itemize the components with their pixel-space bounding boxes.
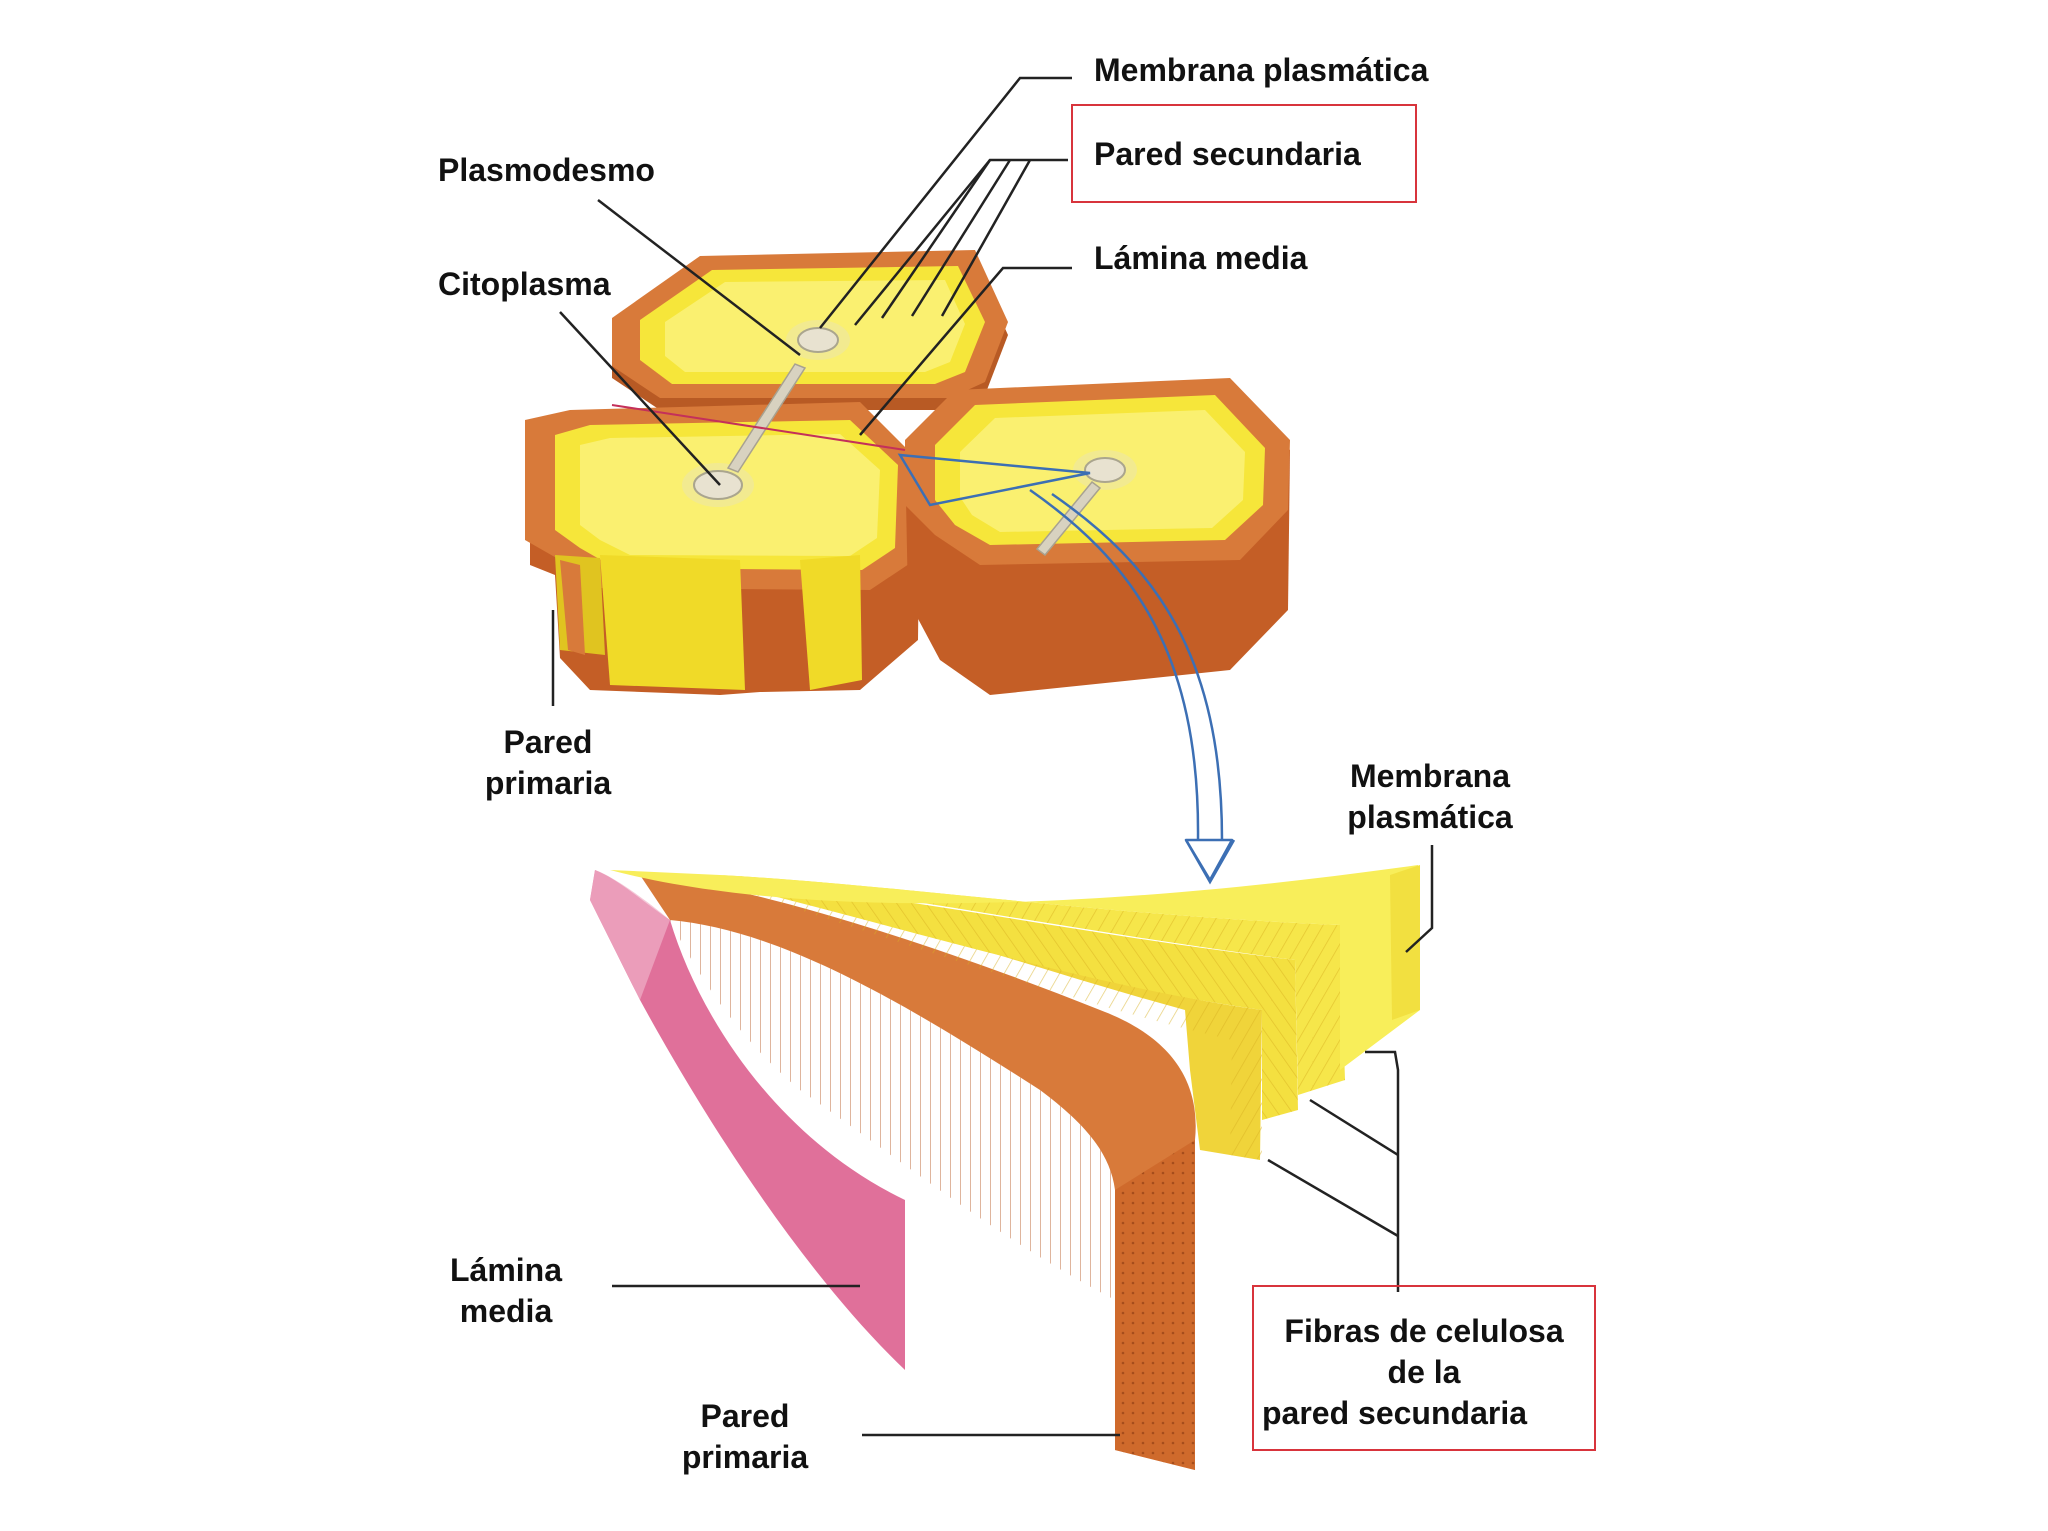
leader-citoplasma bbox=[559, 311, 721, 486]
label-lamina-media-bottom-line-1: Lámina bbox=[449, 1252, 563, 1288]
label-pared-secundaria: Pared secundaria bbox=[1094, 136, 1361, 172]
lamina-media-seam bbox=[611, 404, 906, 451]
secondary-layer-1 bbox=[680, 880, 1262, 1160]
label-fibras-line-1: Fibras de celulosa bbox=[1284, 1313, 1564, 1349]
label-lamina-media-bottom-line-2: media bbox=[459, 1293, 553, 1329]
highlight-box-pared-secundaria bbox=[1071, 104, 1417, 203]
label-fibras-celulosa: Fibras de celulosa de la pared secundari… bbox=[1252, 1311, 1596, 1434]
leader-membrana-top bbox=[819, 76, 1072, 329]
label-membrana-plasmatica-top: Membrana plasmática bbox=[1094, 52, 1429, 88]
plasma-membrane-sheet bbox=[610, 865, 1420, 1070]
leader-lamina-media-top bbox=[859, 266, 1072, 436]
label-membrana-plasmatica-bottom: Membrana plasmática bbox=[1310, 756, 1550, 838]
lamina-media-sheet bbox=[590, 870, 905, 1370]
cell-cluster bbox=[525, 250, 1290, 695]
highlight-box-fibras bbox=[1252, 1285, 1596, 1451]
label-plasmodesmo: Plasmodesmo bbox=[438, 152, 655, 188]
label-pared-primaria-top-line-2: primaria bbox=[484, 765, 612, 801]
label-pared-primaria-bottom-line-2: primaria bbox=[681, 1439, 809, 1475]
label-lamina-media-bottom: Lámina media bbox=[416, 1250, 596, 1332]
leader-membrana-bottom bbox=[1405, 845, 1434, 953]
leader-lines bbox=[551, 76, 1434, 1437]
cell-left bbox=[525, 402, 920, 695]
primary-wall-sheet bbox=[640, 875, 1196, 1470]
label-pared-primaria-bottom: Pared primaria bbox=[645, 1396, 845, 1478]
leader-plasmodesmo bbox=[597, 199, 801, 356]
label-citoplasma: Citoplasma bbox=[438, 266, 611, 302]
zoom-arrow bbox=[897, 453, 1236, 885]
label-lamina-media-top: Lámina media bbox=[1094, 240, 1308, 276]
label-pared-primaria-bottom-line-1: Pared bbox=[700, 1398, 790, 1434]
label-pared-primaria-top: Pared primaria bbox=[450, 722, 646, 804]
label-membrana-bottom-line-2: plasmática bbox=[1347, 799, 1513, 835]
plasmodesma-tube-1 bbox=[726, 363, 807, 473]
label-fibras-line-3: pared secundaria bbox=[1262, 1395, 1527, 1431]
label-membrana-bottom-line-1: Membrana bbox=[1349, 758, 1511, 794]
label-pared-primaria-top-line-1: Pared bbox=[503, 724, 593, 760]
label-fibras-line-2: de la bbox=[1387, 1354, 1461, 1390]
cell-right bbox=[905, 378, 1290, 695]
wall-layers bbox=[590, 865, 1420, 1470]
leader-fibras bbox=[1365, 1050, 1400, 1292]
